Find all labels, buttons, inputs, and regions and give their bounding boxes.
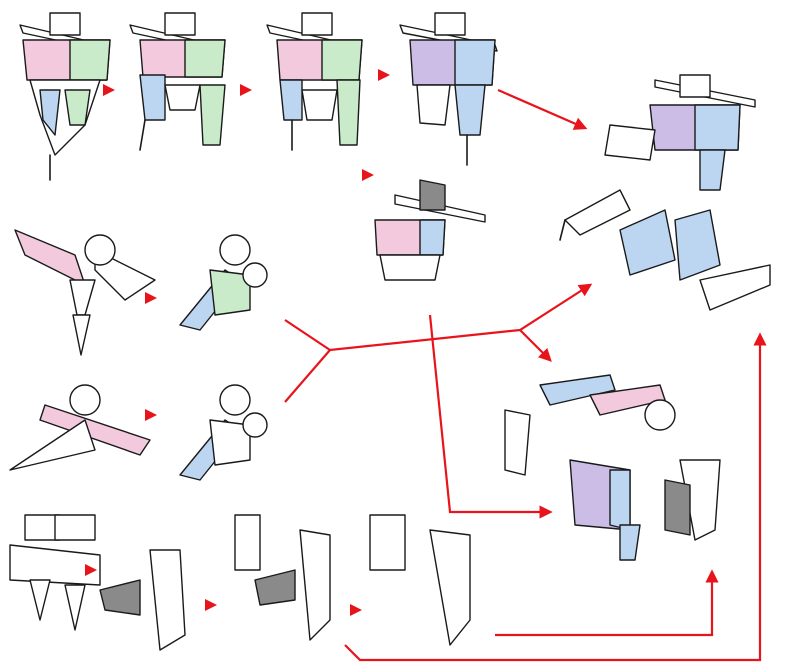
step-arm1-2 [179,234,268,331]
step-feet-4 [369,514,471,646]
step-arrow-6-icon [85,564,97,576]
step-feet-3 [234,514,331,641]
step-arrow-8-icon [350,604,362,616]
step-arm2-2 [179,384,268,481]
step-body-3 [266,12,363,151]
step-feet-2 [99,549,186,651]
step-arm2-1 [9,384,151,471]
connector-to-assembly-bottom [519,329,552,362]
step-arrow-torso-icon [362,169,374,181]
step-body-2 [129,12,226,151]
step-arrow-4-icon [145,292,157,304]
step-arrow-1-icon [103,84,115,96]
step-body-1 [19,12,111,181]
step-arrow-7-icon [205,599,217,611]
connector-arm1-to-top [284,283,593,352]
connector-torso-to-bottom [428,314,553,519]
step-feet-1 [9,514,101,631]
step-arrow-2-icon [240,84,252,96]
connector-arm2-join [284,349,331,403]
step-body-4 [399,12,498,166]
step-arrow-5-icon [145,409,157,421]
arrows [85,69,767,662]
assembly-top-right [559,74,771,311]
step-torso-rotate [374,179,486,281]
step-arm1-1 [14,229,156,356]
connector-to-assembly-top [497,88,588,130]
connector-feet-to-bottom [495,569,719,637]
step-arrow-3-icon [378,69,390,81]
assembly-bottom-right [504,374,721,561]
connector-feet-to-top [344,332,767,662]
